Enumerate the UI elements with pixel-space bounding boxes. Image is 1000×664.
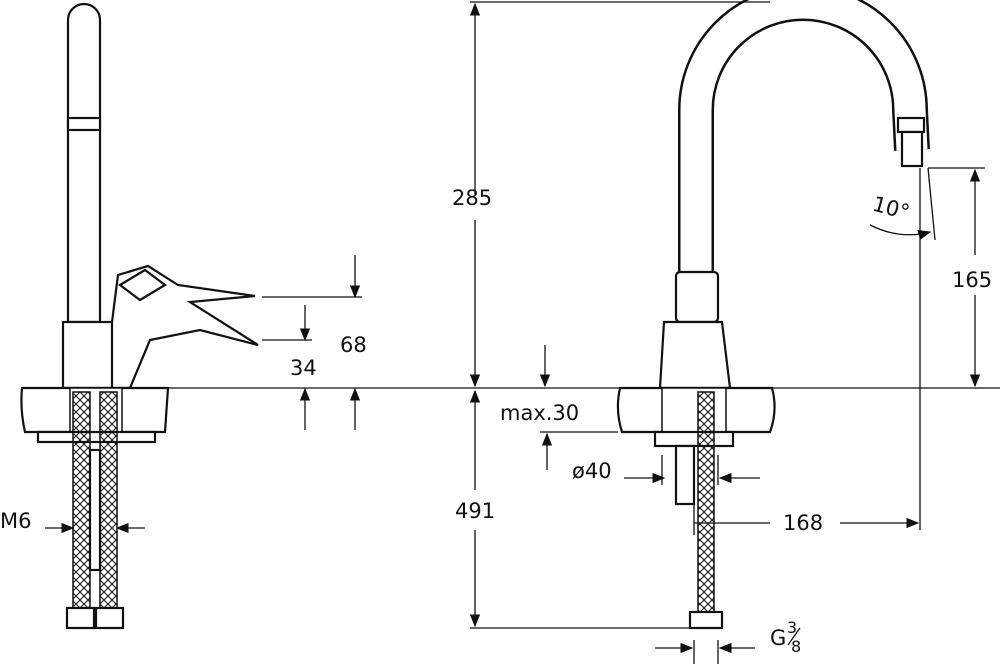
hose-right [99, 391, 118, 611]
dim-165: 165 [952, 268, 992, 292]
dim-491: 491 [455, 499, 495, 523]
dim-34: 34 [290, 356, 317, 380]
spout-tube [66, 2, 102, 324]
gooseneck-spout [680, 0, 928, 292]
mounting-plate [653, 430, 735, 448]
dim-168: 168 [783, 511, 823, 535]
front-view-faucet [616, 0, 930, 630]
dim-68: 68 [340, 333, 367, 357]
side-view-faucet [20, 2, 259, 630]
hose-left [72, 391, 91, 611]
dim-angle: 10° [870, 192, 912, 225]
spout-ring [66, 116, 102, 132]
dim-diameter-40: ø40 [572, 459, 612, 483]
left-dimensions: 68 34 M6 [0, 255, 1000, 534]
hose [697, 391, 715, 621]
aerator [900, 130, 924, 168]
mounting-plate [36, 430, 157, 444]
stud [88, 448, 102, 572]
dim-g-thread-den: 8 [791, 637, 801, 656]
body [658, 320, 732, 390]
dim-285: 285 [452, 186, 492, 210]
stud [674, 444, 696, 506]
aerator-ring [896, 116, 926, 134]
dim-g-thread-num: 3 [787, 618, 797, 637]
dim-g-thread: G [770, 626, 786, 650]
dim-m6: M6 [0, 509, 31, 533]
dim-max30: max.30 [500, 401, 579, 425]
